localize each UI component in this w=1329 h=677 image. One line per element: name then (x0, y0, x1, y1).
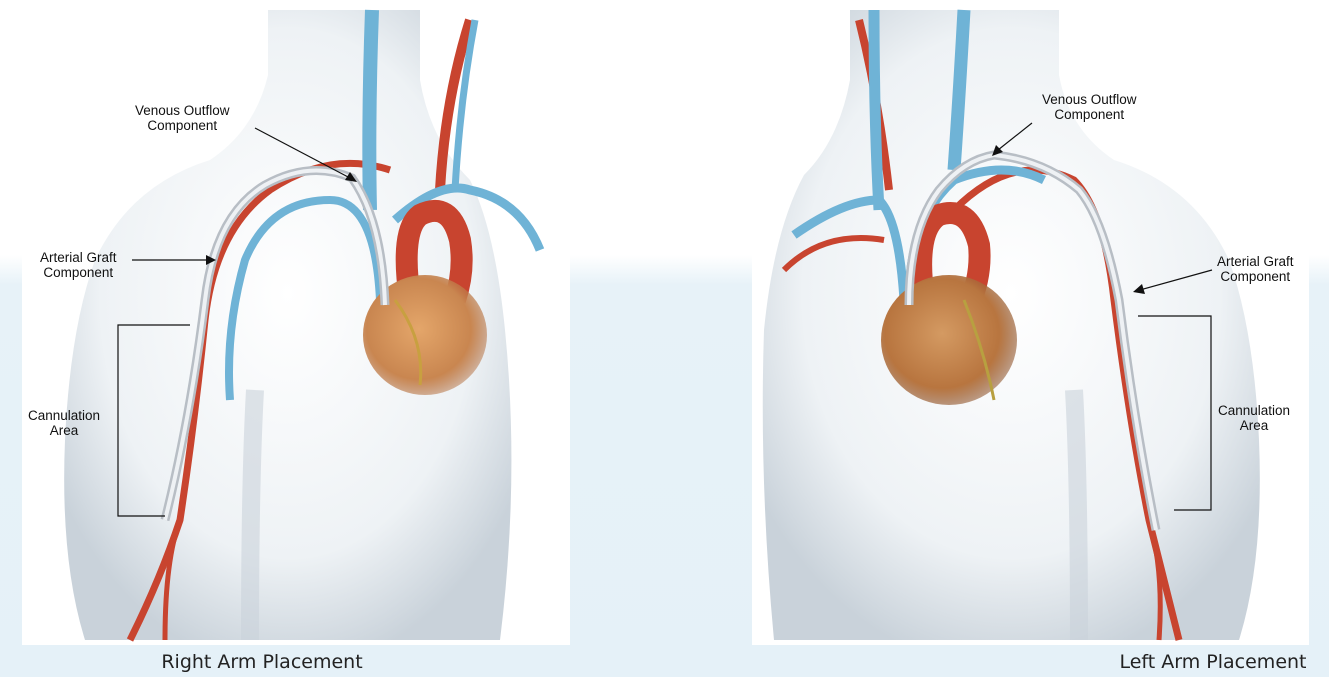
label-line: Venous Outflow (1042, 92, 1137, 107)
heart (881, 275, 1017, 405)
arm-crease (1074, 390, 1079, 640)
left-arm-caption: Left Arm Placement (1013, 651, 1329, 673)
left-arm-panel: Venous Outflow Component Arterial Graft … (664, 0, 1329, 677)
cannulation-label: Cannulation Area (28, 408, 100, 438)
right-arm-caption: Right Arm Placement (62, 651, 462, 673)
label-line: Component (40, 265, 117, 280)
label-line: Cannulation (28, 408, 100, 423)
label-line: Area (1218, 418, 1290, 433)
label-line: Arterial Graft (40, 250, 117, 265)
right-arm-illustration (0, 0, 665, 677)
label-line: Arterial Graft (1217, 254, 1294, 269)
label-line: Component (1217, 269, 1294, 284)
venous-outflow-label: Venous Outflow Component (1042, 92, 1137, 122)
arterial-graft-label: Arterial Graft Component (1217, 254, 1294, 284)
arterial-graft-label: Arterial Graft Component (40, 250, 117, 280)
label-line: Area (28, 423, 100, 438)
venous-outflow-label: Venous Outflow Component (135, 103, 230, 133)
jugular-vein (369, 10, 372, 210)
label-line: Cannulation (1218, 403, 1290, 418)
label-line: Component (1042, 107, 1137, 122)
right-jugular-vein (874, 10, 879, 210)
cannulation-label: Cannulation Area (1218, 403, 1290, 433)
label-line: Venous Outflow (135, 103, 230, 118)
left-arm-illustration (664, 0, 1329, 677)
label-line: Component (135, 118, 230, 133)
arm-crease (250, 390, 255, 640)
right-arm-panel: Venous Outflow Component Arterial Graft … (0, 0, 665, 677)
